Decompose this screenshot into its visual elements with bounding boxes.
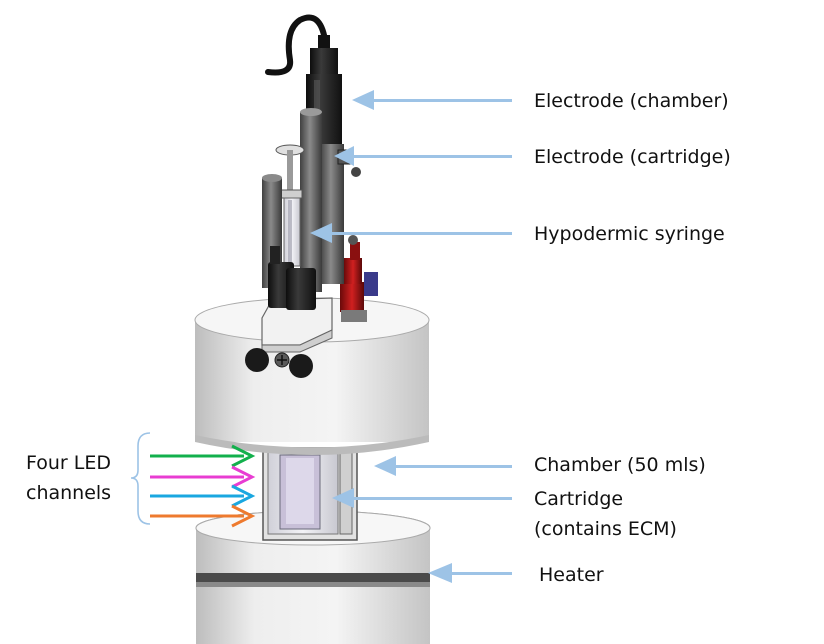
label-electrode-chamber: Electrode (chamber) <box>534 90 729 112</box>
label-hypodermic-syringe: Hypodermic syringe <box>534 223 725 245</box>
led-arrow-2 <box>150 465 256 489</box>
label-cartridge-line2: (contains ECM) <box>534 518 677 540</box>
label-cartridge-line1: Cartridge <box>534 488 624 510</box>
label-led-line1: Four LED <box>26 452 111 474</box>
arrow-chamber <box>374 456 512 476</box>
led-arrow-1 <box>150 444 256 468</box>
label-electrode-cartridge: Electrode (cartridge) <box>534 146 731 168</box>
label-led-line2: channels <box>26 482 112 504</box>
arrow-heater <box>428 563 512 583</box>
label-chamber: Chamber (50 mls) <box>534 454 706 476</box>
hypodermic-syringe <box>275 144 305 267</box>
arrow-electrode-chamber <box>352 90 512 110</box>
label-heater: Heater <box>539 564 604 586</box>
led-arrow-3 <box>150 484 256 508</box>
arrow-hypodermic-syringe <box>310 223 512 243</box>
black-knobs <box>268 246 316 310</box>
led-brace <box>130 432 151 525</box>
led-arrow-4 <box>150 504 256 528</box>
arrow-cartridge <box>332 488 512 508</box>
red-fitting <box>340 235 378 322</box>
arrow-electrode-cartridge <box>334 146 512 166</box>
lid-cylinder <box>194 297 430 455</box>
